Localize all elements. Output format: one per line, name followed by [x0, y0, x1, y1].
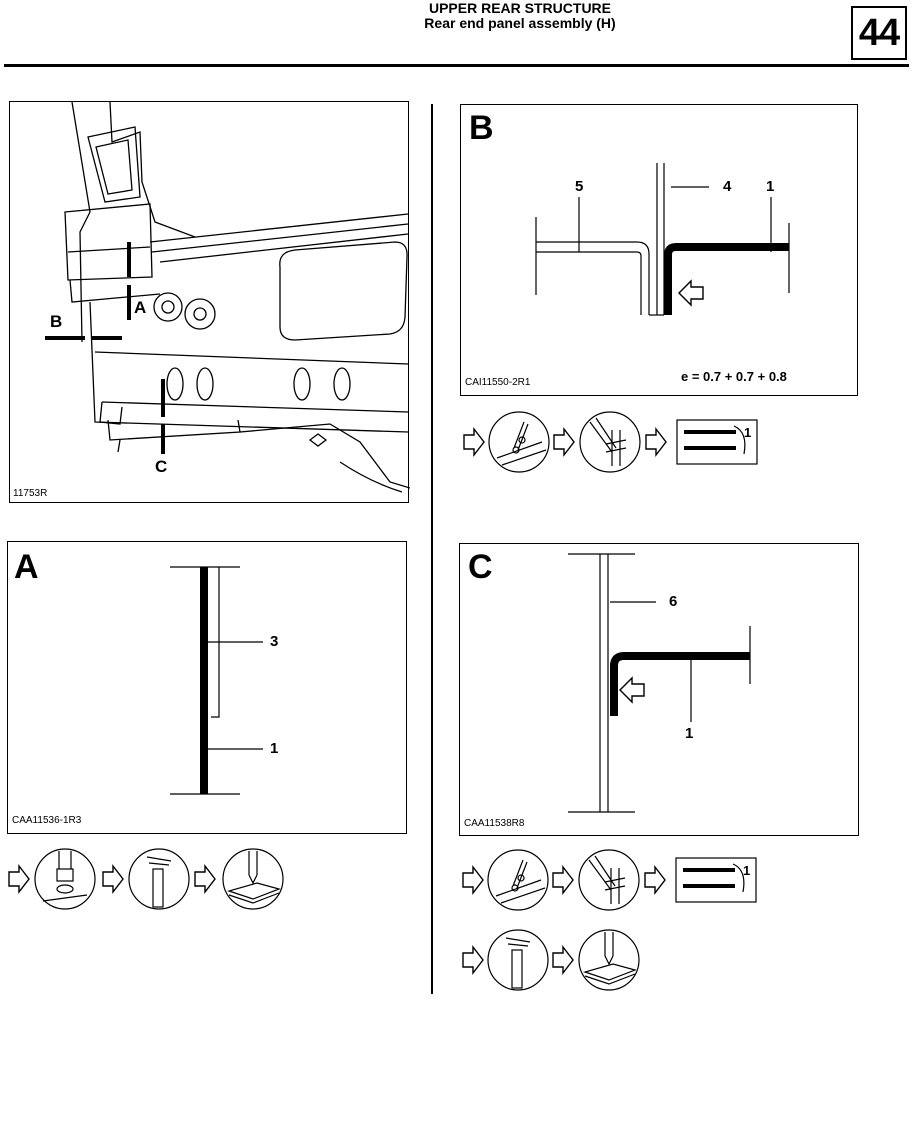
column-divider — [431, 104, 433, 994]
section-c-procedure-1: 1 — [461, 848, 761, 914]
chisel-separation-icon — [578, 849, 640, 911]
section-b-procedure: 1 — [462, 410, 762, 476]
arrow-icon — [645, 426, 667, 458]
arrow-icon — [552, 944, 574, 976]
arrow-icon — [194, 863, 216, 895]
callout-5: 5 — [575, 178, 584, 195]
callout-1: 1 — [270, 740, 279, 757]
section-a-figure: A 3 1 CAA11536-1R3 — [7, 541, 407, 834]
figure-ref: CAI11550-2R1 — [465, 377, 531, 388]
header-rule — [4, 64, 909, 67]
arrow-icon — [552, 864, 574, 896]
figure-ref: CAA11538R8 — [464, 818, 525, 829]
chisel-separation-icon — [579, 411, 641, 473]
arrow-icon — [102, 863, 124, 895]
page-number: 44 — [851, 6, 907, 60]
arrow-icon — [462, 944, 484, 976]
weld-part-label: 1 — [744, 425, 752, 440]
arrow-icon — [463, 426, 485, 458]
section-letter: B — [469, 109, 494, 147]
spot-weld-cutter-icon — [487, 849, 549, 911]
section-label-b: B — [50, 312, 63, 331]
callout-1: 1 — [766, 178, 775, 195]
figure-ref: 11753R — [13, 488, 48, 499]
section-title: UPPER REAR STRUCTURE — [428, 0, 611, 16]
section-label-a: A — [134, 298, 147, 317]
overview-drawing — [45, 102, 410, 493]
section-subtitle: Rear end panel assembly (H) — [424, 15, 616, 31]
grinder-icon — [487, 929, 549, 991]
drill-icon — [34, 848, 96, 910]
resistance-spot-weld-icon — [675, 857, 757, 903]
plug-weld-icon — [578, 929, 640, 991]
plug-weld-icon — [222, 848, 284, 910]
grinder-icon — [128, 848, 190, 910]
spot-weld-cutter-icon — [488, 411, 550, 473]
arrow-icon — [462, 864, 484, 896]
weld-part-label: 1 — [743, 863, 751, 878]
section-c-figure: C 6 1 CAA11538R8 — [459, 543, 859, 836]
section-letter: C — [468, 548, 493, 586]
thickness-formula: e = 0.7 + 0.7 + 0.8 — [681, 369, 787, 384]
section-label-c: C — [155, 457, 168, 476]
section-c-drawing — [568, 553, 751, 813]
section-a-procedure — [7, 847, 297, 913]
arrow-icon — [8, 863, 30, 895]
section-b-figure: B 5 4 1 e = 0.7 + 0.7 + 0.8 CAI11550-2R1 — [460, 104, 858, 396]
figure-ref: CAA11536-1R3 — [12, 815, 82, 826]
callout-4: 4 — [723, 178, 732, 195]
section-letter: A — [14, 548, 39, 586]
callout-1: 1 — [685, 725, 694, 742]
arrow-icon — [644, 864, 666, 896]
callout-3: 3 — [270, 633, 279, 650]
overview-figure: A B C 11753R — [9, 101, 410, 503]
section-b-drawing — [535, 163, 790, 316]
section-a-drawing — [170, 566, 263, 795]
section-c-procedure-2 — [461, 928, 651, 994]
resistance-spot-weld-icon — [676, 419, 758, 465]
arrow-icon — [553, 426, 575, 458]
callout-6: 6 — [669, 593, 678, 610]
